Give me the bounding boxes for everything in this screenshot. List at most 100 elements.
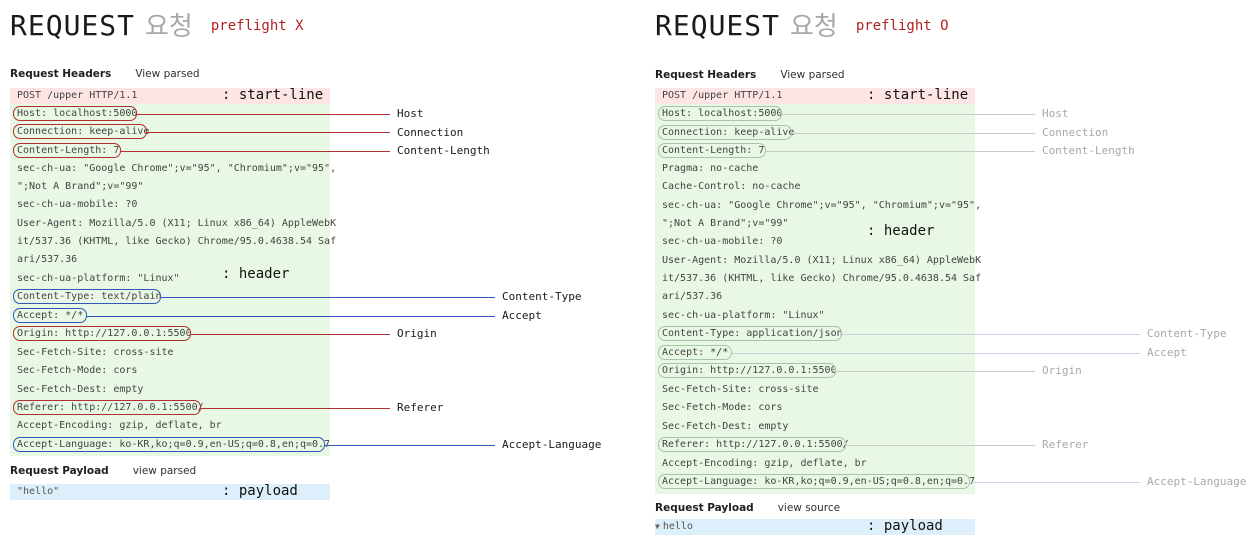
title-korean: 요청 — [145, 12, 193, 42]
left-panel: REQUEST 요청 preflight X Request Headers View… — [0, 0, 620, 545]
label-connection: Connection — [397, 126, 464, 139]
header-line: Host: localhost:5000 — [662, 108, 783, 119]
header-line: Content-Type: application/json — [662, 328, 843, 339]
highlight-origin — [13, 326, 191, 341]
label-referer: Referer — [397, 401, 444, 414]
request-payload-label: Request Payload — [10, 465, 109, 477]
header-line: Sec-Fetch-Dest: empty — [662, 421, 789, 432]
connector-accept — [732, 353, 1140, 354]
header-line: Referer: http://127.0.0.1:5500/ — [17, 402, 204, 413]
payload-annotation: : payload — [222, 483, 298, 499]
header-line: Accept-Encoding: gzip, deflate, br — [17, 420, 222, 431]
header-line: Sec-Fetch-Mode: cors — [662, 402, 783, 413]
header-line: Cache-Control: no-cache — [662, 181, 801, 192]
payload-view-link[interactable]: view source — [777, 502, 841, 514]
payload-view-link[interactable]: view parsed — [132, 465, 197, 477]
connector-content-type — [842, 334, 1140, 335]
label-referer: Referer — [1042, 438, 1089, 451]
view-parsed-link[interactable]: View parsed — [780, 69, 845, 81]
highlight-connection — [13, 124, 147, 139]
payload-value: "hello" — [17, 486, 60, 497]
header-line: Connection: keep-alive — [662, 127, 795, 138]
connector-connection — [792, 133, 1035, 134]
header-line: ari/537.36 — [662, 291, 723, 302]
highlight-origin — [658, 363, 836, 378]
title-request: REQUEST — [10, 9, 136, 42]
request-payload-label: Request Payload — [655, 502, 754, 514]
preflight-label: preflight X — [210, 18, 304, 34]
header-line: Referer: http://127.0.0.1:5500/ — [662, 439, 849, 450]
connector-content-length — [121, 151, 390, 152]
label-content-length: Content-Length — [1042, 144, 1135, 157]
label-content-length: Content-Length — [397, 144, 490, 157]
connector-accept — [87, 316, 495, 317]
header-line: Accept: */* — [662, 347, 729, 358]
payload-annotation: : payload — [867, 518, 943, 534]
request-headers-label: Request Headers — [655, 69, 757, 81]
header-line: Accept-Encoding: gzip, deflate, br — [662, 458, 867, 469]
label-content-type: Content-Type — [502, 290, 582, 303]
highlight-connection — [658, 125, 792, 140]
connector-accept-language — [970, 482, 1140, 483]
header-line: Content-Length: 7 — [17, 145, 120, 156]
header-line: ";Not A Brand";v="99" — [17, 181, 144, 192]
preflight-label: preflight O — [855, 18, 949, 34]
start-line-annotation: : start-line — [222, 87, 324, 103]
connector-content-type — [161, 297, 495, 298]
header-line: Origin: http://127.0.0.1:5500 — [662, 365, 837, 376]
view-parsed-link[interactable]: View parsed — [135, 68, 200, 80]
label-host: Host — [1042, 107, 1069, 120]
highlight-content-length — [658, 143, 766, 158]
label-origin: Origin — [1042, 364, 1082, 377]
highlight-content-type — [13, 289, 161, 304]
connector-content-length — [766, 151, 1035, 152]
request-headers-section-title: Request Headers View parsed — [655, 69, 845, 81]
header-line: sec-ch-ua-platform: "Linux" — [662, 310, 825, 321]
header-line: it/537.36 (KHTML, like Gecko) Chrome/95.… — [17, 236, 337, 247]
header-line: Sec-Fetch-Site: cross-site — [662, 384, 819, 395]
label-accept: Accept — [502, 309, 542, 322]
connector-host — [782, 114, 1035, 115]
request-payload-section-title: Request Payload view parsed — [10, 465, 196, 477]
header-annotation: : header — [222, 266, 290, 282]
start-line-annotation: : start-line — [867, 87, 969, 103]
header-line: Accept: */* — [17, 310, 84, 321]
request-headers-label: Request Headers — [10, 68, 112, 80]
header-line: Origin: http://127.0.0.1:5500 — [17, 328, 192, 339]
highlight-accept-language — [13, 437, 325, 452]
label-accept-language: Accept-Language — [1147, 475, 1247, 488]
header-line: User-Agent: Mozilla/5.0 (X11; Linux x86_… — [662, 255, 982, 266]
highlight-content-length — [13, 143, 121, 158]
header-line: sec-ch-ua: "Google Chrome";v="95", "Chro… — [17, 163, 337, 174]
header-line: Pragma: no-cache — [662, 163, 759, 174]
header-line: it/537.36 (KHTML, like Gecko) Chrome/95.… — [662, 273, 982, 284]
header-line: Content-Type: text/plain — [17, 291, 162, 302]
header-line: Sec-Fetch-Dest: empty — [17, 384, 144, 395]
header-line: User-Agent: Mozilla/5.0 (X11; Linux x86_… — [17, 218, 337, 229]
expand-triangle-icon[interactable]: ▼ — [655, 522, 660, 531]
header-line: Content-Length: 7 — [662, 145, 765, 156]
payload-highlight — [655, 519, 975, 535]
header-annotation: : header — [867, 223, 935, 239]
payload-row[interactable]: ▼hello — [655, 520, 693, 534]
start-line: POST /upper HTTP/1.1 — [662, 90, 783, 101]
label-connection: Connection — [1042, 126, 1109, 139]
highlight-host — [658, 106, 782, 121]
header-line: Host: localhost:5000 — [17, 108, 138, 119]
header-highlight — [655, 104, 975, 494]
start-line-highlight — [10, 88, 330, 104]
connector-referer — [201, 408, 390, 409]
label-accept: Accept — [1147, 346, 1187, 359]
header-line: sec-ch-ua-mobile: ?0 — [662, 236, 783, 247]
header-line: Accept-Language: ko-KR,ko;q=0.9,en-US;q=… — [662, 476, 976, 487]
connector-host — [137, 114, 390, 115]
highlight-accept — [658, 345, 732, 360]
label-host: Host — [397, 107, 424, 120]
header-line: sec-ch-ua-platform: "Linux" — [17, 273, 180, 284]
highlight-accept-language — [658, 474, 970, 489]
start-line-highlight — [655, 88, 975, 104]
left-title: REQUEST 요청 preflight X — [10, 6, 304, 43]
highlight-accept — [13, 308, 87, 323]
